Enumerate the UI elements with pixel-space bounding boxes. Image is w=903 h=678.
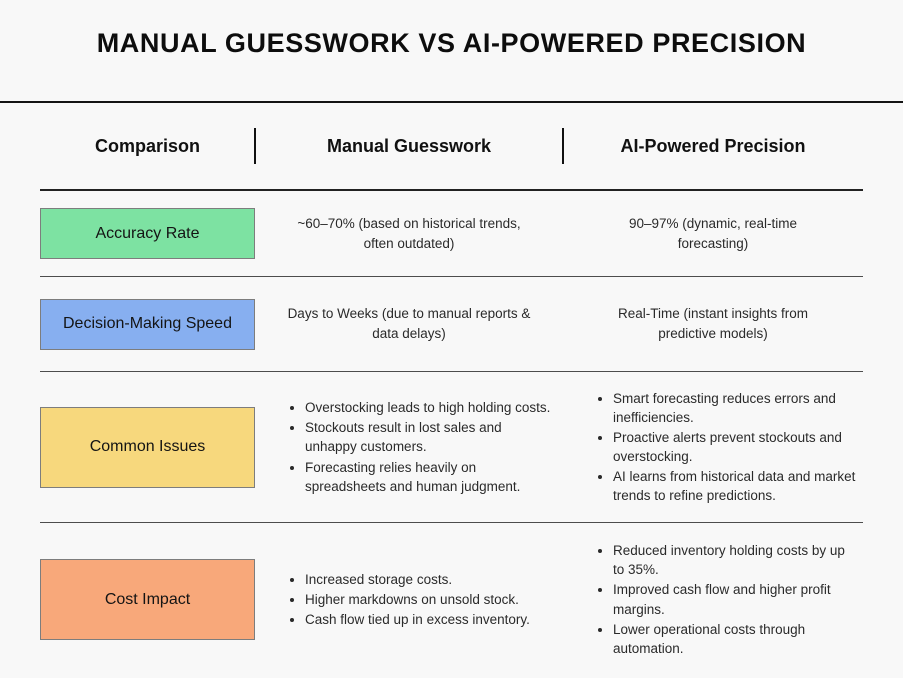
row-label-cost-impact: Cost Impact [40, 559, 255, 640]
page-title: MANUAL GUESSWORK VS AI-POWERED PRECISION [96, 28, 807, 58]
row-label-text: Common Issues [89, 438, 206, 456]
table-row-common-issues: Common Issues Overstocking leads to high… [40, 372, 863, 522]
bullet-item: Increased storage costs. [305, 570, 557, 589]
cell-ai-cost: Reduced inventory holding costs by up to… [563, 540, 863, 659]
bullet-item: Cash flow tied up in excess inventory. [305, 610, 557, 629]
cell-manual-speed: Days to Weeks (due to manual reports & d… [287, 306, 531, 341]
bullet-item: Improved cash flow and higher profit mar… [613, 580, 857, 618]
row-label-accuracy-rate: Accuracy Rate [40, 208, 255, 259]
bullet-item: Reduced inventory holding costs by up to… [613, 541, 857, 579]
bullet-item: AI learns from historical data and marke… [613, 467, 857, 505]
cell-ai-accuracy: 90–97% (dynamic, real-time forecasting) [628, 215, 798, 251]
bullet-item: Higher markdowns on unsold stock. [305, 590, 557, 609]
header-comparison: Comparison [94, 135, 200, 156]
bullet-list: Reduced inventory holding costs by up to… [563, 541, 863, 658]
header-ai-powered-precision: AI-Powered Precision [620, 135, 806, 156]
cell-manual-accuracy: ~60–70% (based on historical trends, oft… [297, 215, 521, 251]
bullet-list: Smart forecasting reduces errors and ine… [563, 389, 863, 506]
bullet-item: Stockouts result in lost sales and unhap… [305, 418, 557, 456]
bullet-item: Lower operational costs through automati… [613, 620, 857, 658]
title-divider [0, 101, 903, 103]
header-separator [254, 128, 256, 164]
header-divider [40, 189, 863, 191]
table-row-decision-speed: Decision-Making Speed Days to Weeks (due… [40, 277, 863, 371]
table-row-cost-impact: Cost Impact Increased storage costs. Hig… [40, 523, 863, 676]
row-label-common-issues: Common Issues [40, 406, 255, 488]
row-divider [40, 522, 863, 523]
bullet-item: Forecasting relies heavily on spreadshee… [305, 458, 557, 496]
row-label-text: Accuracy Rate [95, 224, 200, 242]
cell-ai-speed: Real-Time (instant insights from predict… [617, 306, 809, 341]
title-section: MANUAL GUESSWORK VS AI-POWERED PRECISION [0, 0, 903, 101]
header-separator [562, 128, 564, 164]
row-divider [40, 371, 863, 372]
row-label-decision-speed: Decision-Making Speed [40, 298, 255, 350]
bullet-item: Proactive alerts prevent stockouts and o… [613, 428, 857, 466]
cell-manual-issues: Overstocking leads to high holding costs… [255, 397, 563, 497]
bullet-item: Overstocking leads to high holding costs… [305, 398, 557, 417]
cell-ai-issues: Smart forecasting reduces errors and ine… [563, 388, 863, 507]
row-divider [40, 276, 863, 277]
bullet-list: Increased storage costs. Higher markdown… [255, 570, 563, 629]
bullet-item: Smart forecasting reduces errors and ine… [613, 389, 857, 427]
bullet-list: Overstocking leads to high holding costs… [255, 398, 563, 496]
cell-manual-cost: Increased storage costs. Higher markdown… [255, 569, 563, 630]
table-row-accuracy-rate: Accuracy Rate ~60–70% (based on historic… [40, 191, 863, 276]
row-label-text: Decision-Making Speed [63, 315, 232, 333]
row-label-text: Cost Impact [104, 590, 191, 608]
header-manual-guesswork: Manual Guesswork [326, 135, 492, 156]
table-header: Comparison Manual Guesswork AI-Powered P… [40, 103, 863, 189]
